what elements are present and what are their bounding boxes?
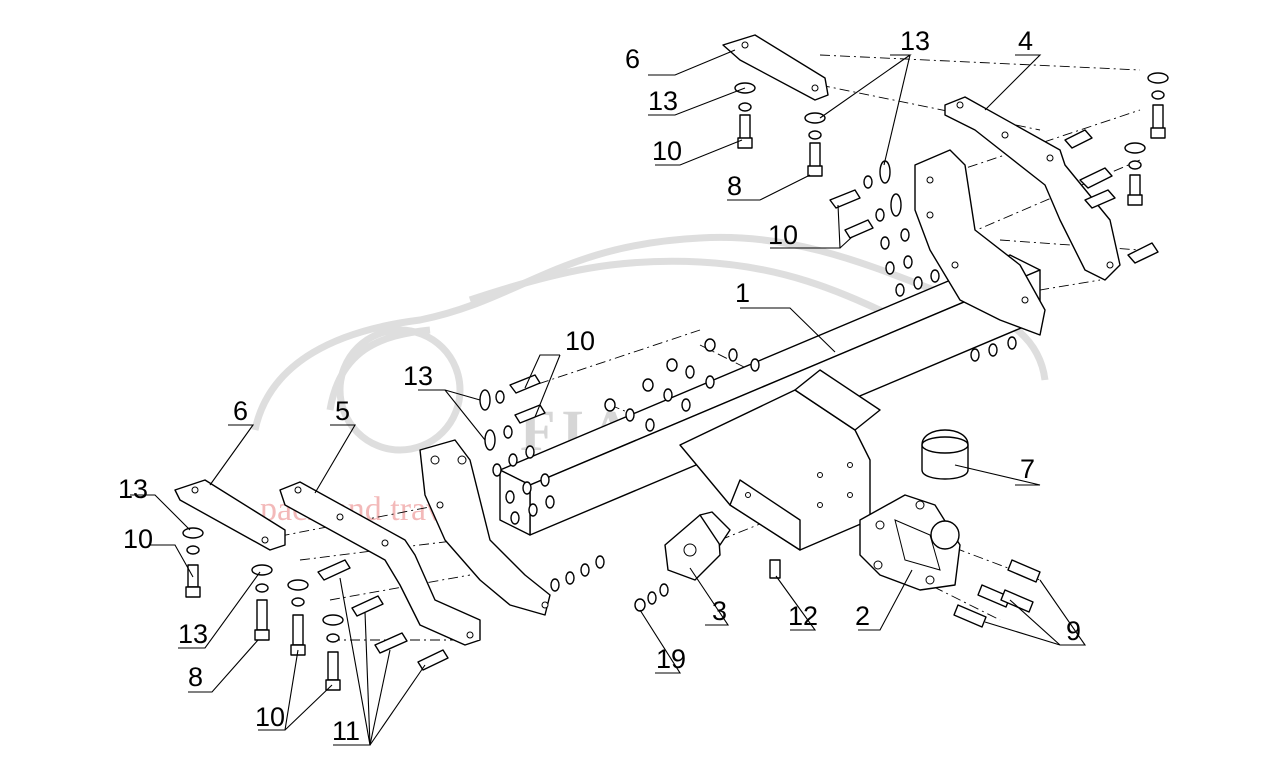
top-strap-6 [722,34,829,101]
callout-8-left: 8 [188,662,203,692]
callout-13-top-left: 13 [648,86,678,116]
receiver-box [679,369,881,551]
callout-13-left-bottom: 13 [178,619,208,649]
callout-13-left-top: 13 [118,474,148,504]
callout-10-top-left: 10 [652,136,682,166]
left-lower-strap [279,481,481,646]
callout-10-top-mid: 10 [768,220,798,250]
callout-13-center: 13 [403,361,433,391]
callout-8-top: 8 [727,171,742,201]
right-side-bracket [914,149,1046,336]
ball-cap [921,429,969,480]
callout-10-center: 10 [565,326,595,356]
callout-9: 9 [1066,616,1081,646]
callout-6-left: 6 [233,396,248,426]
callout-13-top-right: 13 [900,26,930,56]
left-strap-6 [174,479,286,551]
callout-2: 2 [855,601,870,631]
leader-lines [130,49,1087,746]
callout-4: 4 [1018,26,1033,56]
right-upper-strap [944,96,1121,281]
left-side-bracket [419,439,551,616]
callout-12: 12 [788,601,818,631]
callout-3: 3 [712,596,727,626]
socket-plate [664,511,731,581]
callouts: 1 2 3 4 5 6 6 7 8 8 9 10 10 10 10 10 11 … [118,26,1081,746]
callout-5: 5 [335,396,350,426]
callout-19: 19 [656,644,686,674]
callout-1: 1 [735,278,750,308]
tow-ball [930,520,960,550]
tow-ball-mount [859,494,961,591]
callout-11: 11 [332,716,360,746]
callout-10-bottom: 10 [255,702,285,732]
callout-10-left: 10 [123,524,153,554]
callout-7: 7 [1020,454,1035,484]
callout-6-top: 6 [625,44,640,74]
